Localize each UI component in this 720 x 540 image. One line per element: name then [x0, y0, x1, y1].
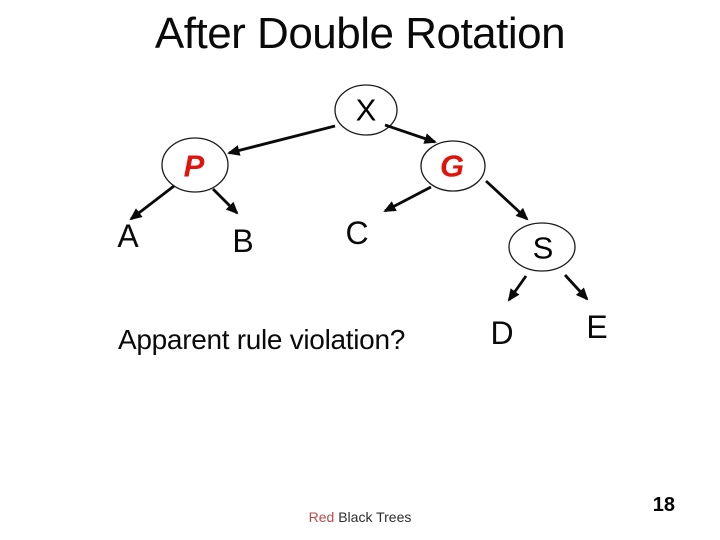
footer-rest: Black Trees — [334, 509, 412, 525]
edge-g-s — [485, 179, 529, 221]
leaf-d-label: D — [490, 315, 514, 351]
edge-p-a — [129, 184, 175, 221]
node-g-label: G — [439, 148, 465, 184]
footer: Red Black Trees — [0, 510, 720, 524]
edge-x-g — [384, 123, 437, 144]
node-g-ellipse — [420, 140, 486, 192]
edge-x-p — [227, 124, 336, 156]
node-x-label: X — [355, 92, 377, 128]
page-number: 18 — [652, 494, 675, 516]
slide-title: After Double Rotation — [154, 9, 566, 58]
edge-s-d — [507, 275, 528, 302]
edge-s-e — [563, 274, 589, 301]
leaf-c-label: C — [345, 215, 369, 251]
edge-g-c — [383, 185, 432, 213]
leaf-e-label: E — [586, 309, 608, 345]
caption-text: Apparent rule violation? — [118, 324, 405, 355]
node-s-label: S — [532, 230, 554, 266]
leaf-b-label: B — [232, 223, 254, 259]
footer-red-word: Red — [308, 509, 335, 525]
node-p-label: P — [183, 148, 205, 184]
node-s-ellipse — [508, 222, 576, 272]
node-x-ellipse — [334, 84, 398, 136]
edge-p-b — [212, 188, 239, 215]
leaf-a-label: A — [117, 218, 139, 254]
node-p-ellipse — [161, 137, 229, 193]
